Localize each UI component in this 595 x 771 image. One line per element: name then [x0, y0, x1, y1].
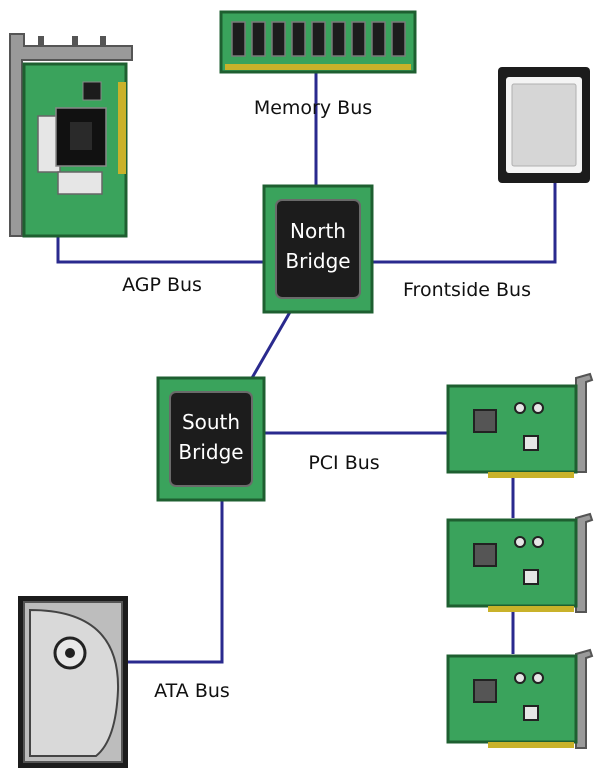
frontside-bus-label: Frontside Bus [403, 279, 531, 301]
pci-card-1-icon [446, 372, 594, 478]
memory-bus-label: Memory Bus [254, 97, 372, 119]
cpu-chip-icon [498, 67, 590, 183]
pci-card-2-icon [446, 512, 594, 613]
bus-lines [56, 72, 557, 664]
ata-bus-label: ATA Bus [154, 680, 230, 702]
frontside-bus-line [372, 182, 557, 264]
south-bridge-chip: South Bridge [156, 376, 266, 502]
agp-bus-line [56, 236, 264, 264]
south-bridge-label-line1: South [182, 410, 240, 434]
agp-bus-label: AGP Bus [122, 274, 202, 296]
graphics-card-icon [9, 33, 133, 238]
north-bridge-chip: North Bridge [262, 184, 374, 314]
north-south-bus-line [250, 311, 292, 379]
north-bridge-label-line1: North [290, 219, 346, 243]
ram-module-icon [219, 10, 417, 74]
south-bridge-label-line2: Bridge [178, 440, 243, 464]
pci-bus-label: PCI Bus [308, 452, 379, 474]
hard-drive-icon [18, 596, 128, 768]
ata-bus-line [128, 500, 224, 664]
pci-card-3-icon [446, 648, 594, 749]
north-bridge-label-line2: Bridge [285, 249, 350, 273]
